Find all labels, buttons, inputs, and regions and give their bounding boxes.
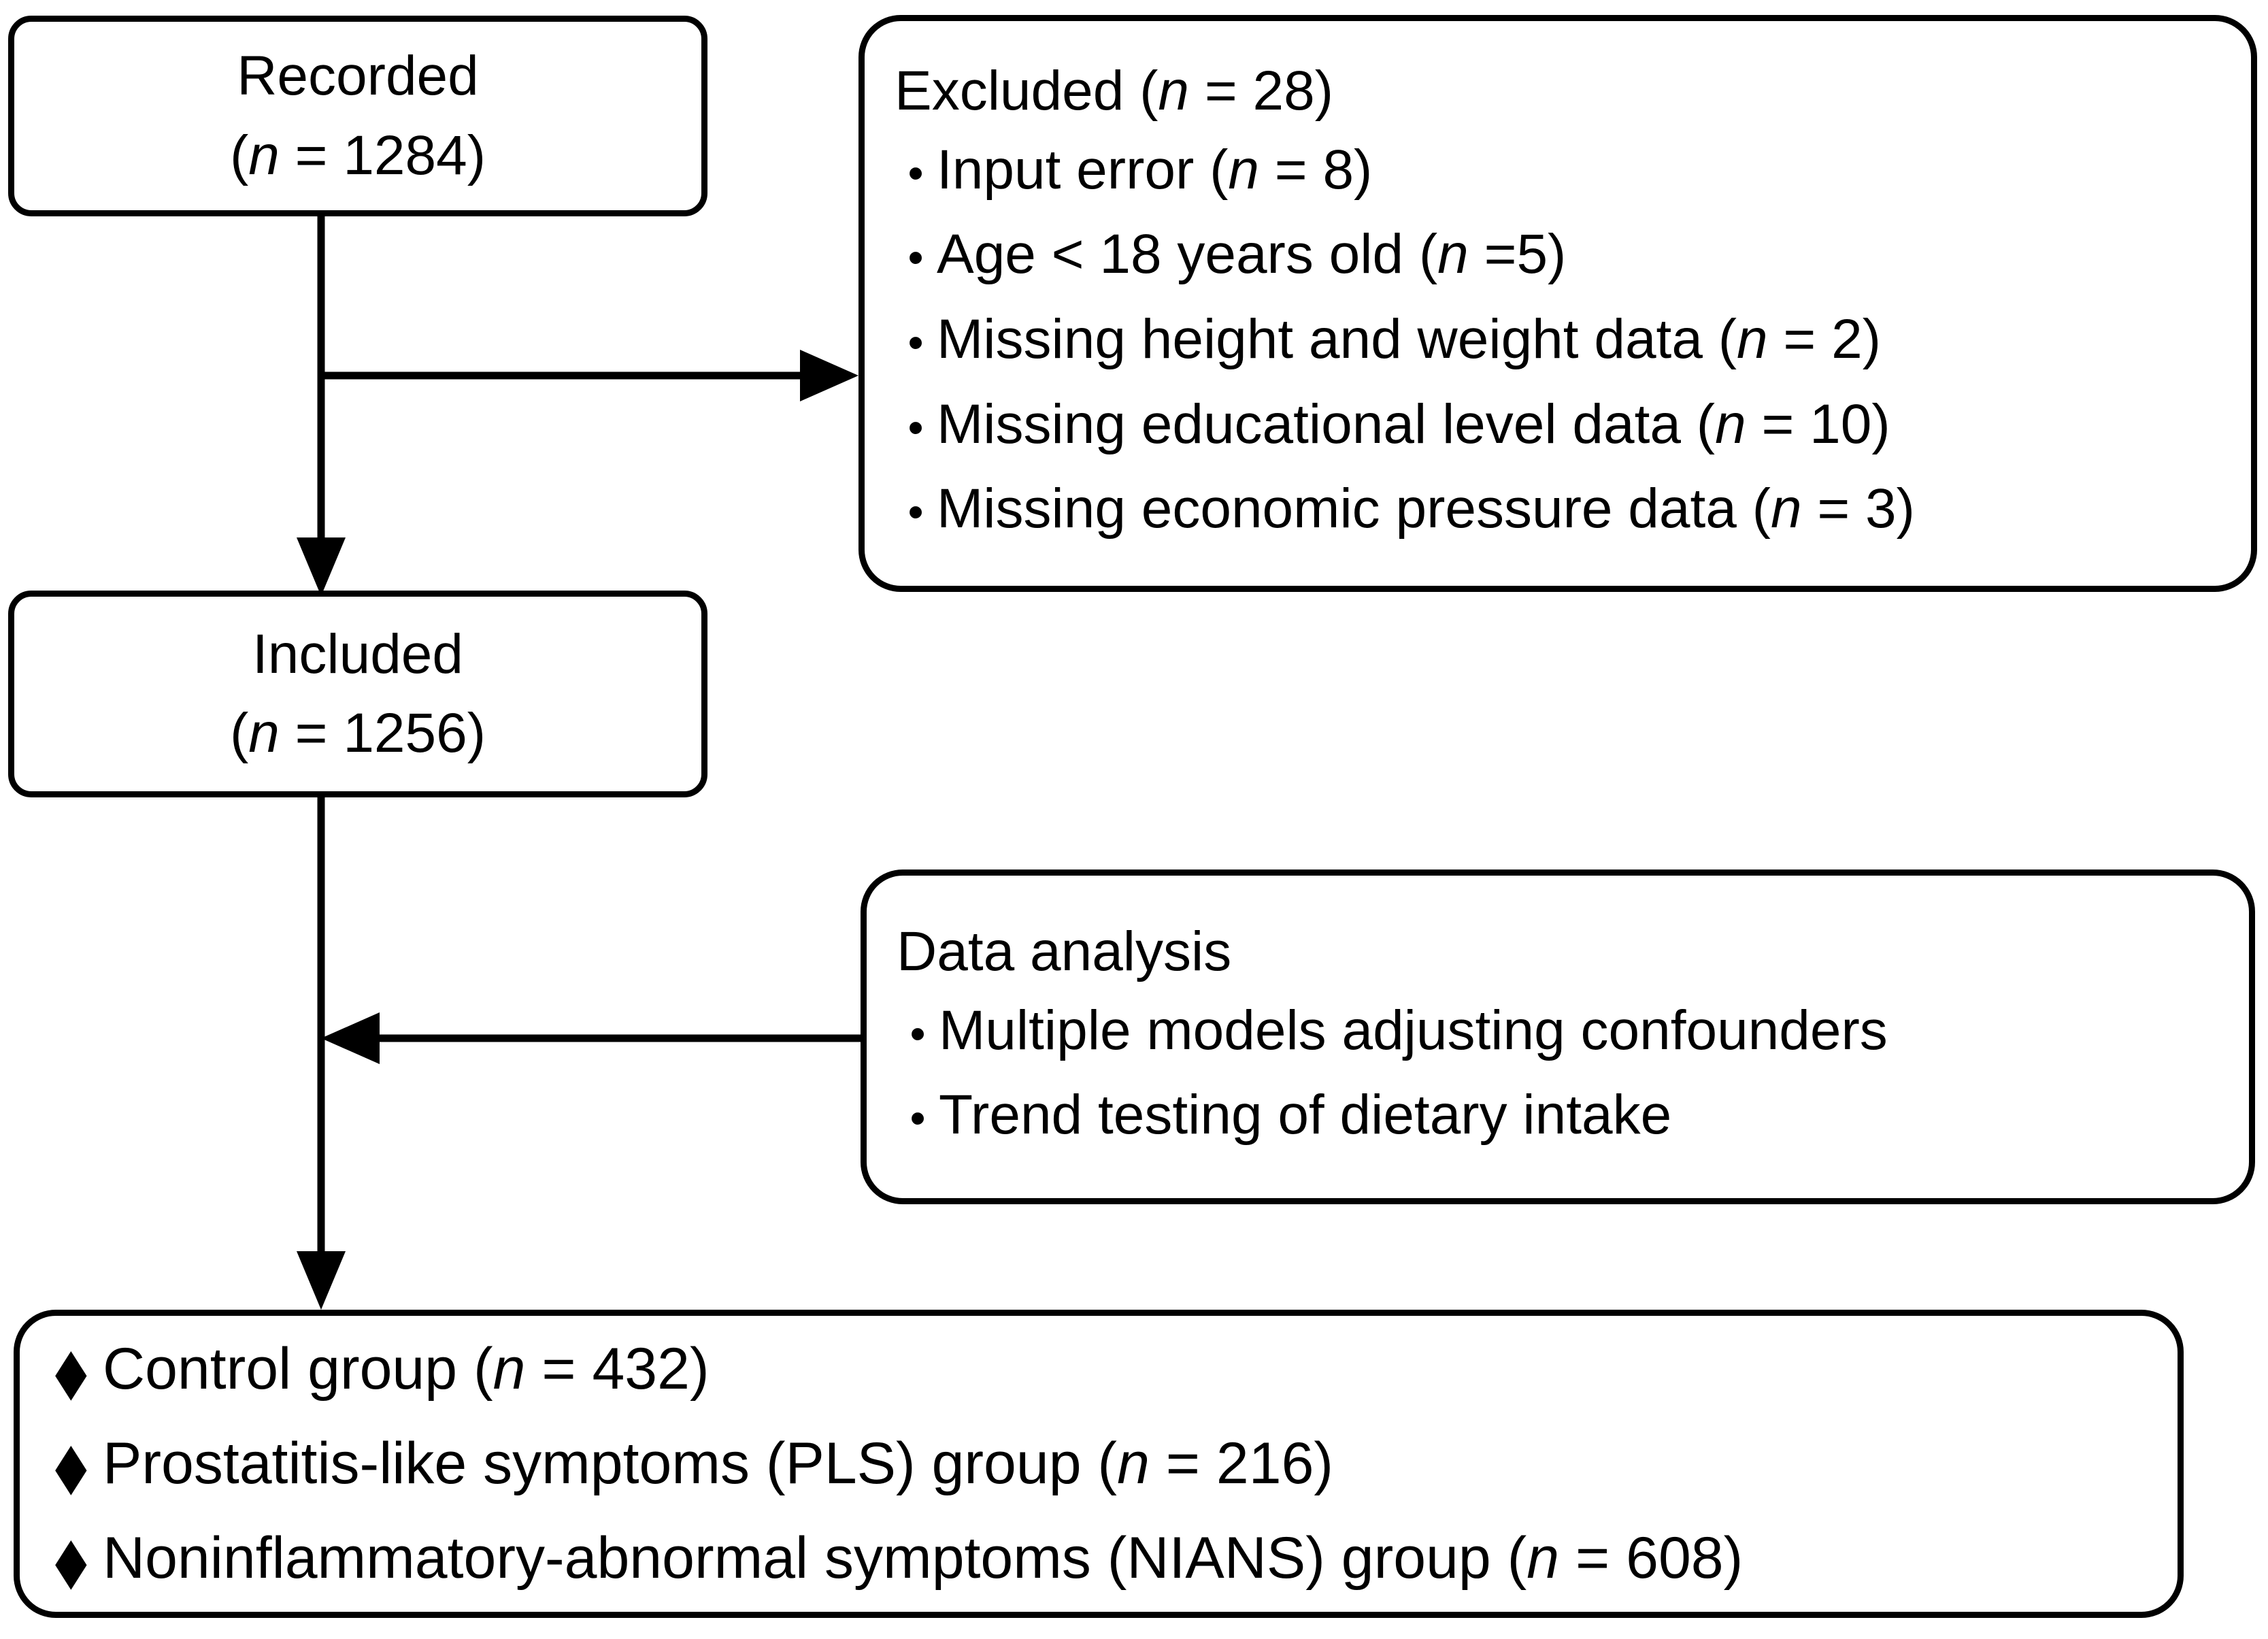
included-title: Included bbox=[252, 623, 464, 685]
recorded-count: (n = 1284) bbox=[229, 124, 486, 186]
included-count: (n = 1256) bbox=[229, 702, 486, 764]
bullet-diamond-icon: ◆ bbox=[55, 1333, 87, 1407]
group-item-text: Control group (n = 432) bbox=[103, 1336, 710, 1402]
node-recorded[interactable]: Recorded (n = 1284) bbox=[8, 16, 707, 216]
list-item: ◆ Noninflammatory-abnormal symptoms (NIA… bbox=[55, 1511, 2150, 1606]
recorded-title: Recorded bbox=[237, 45, 479, 107]
bullet-dot-icon: • bbox=[907, 316, 924, 367]
node-groups[interactable]: ◆ Control group (n = 432) ◆ Prostatitis-… bbox=[14, 1310, 2184, 1618]
bullet-dot-icon: • bbox=[907, 486, 924, 537]
excluded-list: • Input error (n = 8) • Age < 18 years o… bbox=[895, 128, 2228, 552]
connector-data-analysis-to-main bbox=[321, 1012, 861, 1064]
node-excluded[interactable]: Excluded (n = 28) • Input error (n = 8) … bbox=[858, 15, 2257, 592]
excluded-item-text: Input error (n = 8) bbox=[937, 138, 1373, 201]
excluded-item-text: Missing educational level data (n = 10) bbox=[937, 393, 1890, 455]
data-analysis-list: • Multiple models adjusting confounders … bbox=[897, 989, 2226, 1158]
list-item: • Missing educational level data (n = 10… bbox=[895, 382, 2228, 467]
list-item: • Missing height and weight data (n = 2) bbox=[895, 297, 2228, 382]
excluded-heading: Excluded (n = 28) bbox=[895, 60, 1333, 122]
excluded-item-text: Missing height and weight data (n = 2) bbox=[937, 308, 1882, 370]
data-analysis-item-text: Multiple models adjusting confounders bbox=[939, 999, 1888, 1061]
data-analysis-heading: Data analysis bbox=[897, 921, 1232, 983]
data-analysis-item-text: Trend testing of dietary intake bbox=[939, 1084, 1672, 1146]
list-item: ◆ Prostatitis-like symptoms (PLS) group … bbox=[55, 1417, 2150, 1511]
bullet-diamond-icon: ◆ bbox=[55, 1523, 87, 1596]
node-data-analysis[interactable]: Data analysis • Multiple models adjustin… bbox=[861, 870, 2255, 1204]
group-item-text: Prostatitis-like symptoms (PLS) group (n… bbox=[103, 1430, 1334, 1496]
excluded-item-text: Age < 18 years old (n =5) bbox=[937, 223, 1567, 286]
list-item: • Trend testing of dietary intake bbox=[897, 1073, 2226, 1158]
bullet-dot-icon: • bbox=[907, 232, 924, 283]
group-item-text: Noninflammatory-abnormal symptoms (NIANS… bbox=[103, 1525, 1744, 1591]
connector-included-to-groups bbox=[297, 797, 346, 1310]
node-included[interactable]: Included (n = 1256) bbox=[8, 591, 707, 797]
list-item: • Age < 18 years old (n =5) bbox=[895, 212, 2228, 297]
bullet-dot-icon: • bbox=[910, 1008, 926, 1059]
bullet-dot-icon: • bbox=[907, 401, 924, 452]
list-item: • Multiple models adjusting confounders bbox=[897, 989, 2226, 1074]
list-item: • Missing economic pressure data (n = 3) bbox=[895, 467, 2228, 552]
connector-recorded-to-excluded bbox=[321, 350, 858, 401]
bullet-diamond-icon: ◆ bbox=[55, 1428, 87, 1502]
connector-recorded-to-included bbox=[297, 216, 346, 596]
list-item: • Input error (n = 8) bbox=[895, 128, 2228, 213]
bullet-dot-icon: • bbox=[910, 1093, 926, 1144]
list-item: ◆ Control group (n = 432) bbox=[55, 1322, 2150, 1417]
groups-list: ◆ Control group (n = 432) ◆ Prostatitis-… bbox=[55, 1322, 2150, 1606]
bullet-dot-icon: • bbox=[907, 147, 924, 198]
excluded-item-text: Missing economic pressure data (n = 3) bbox=[937, 478, 1915, 540]
